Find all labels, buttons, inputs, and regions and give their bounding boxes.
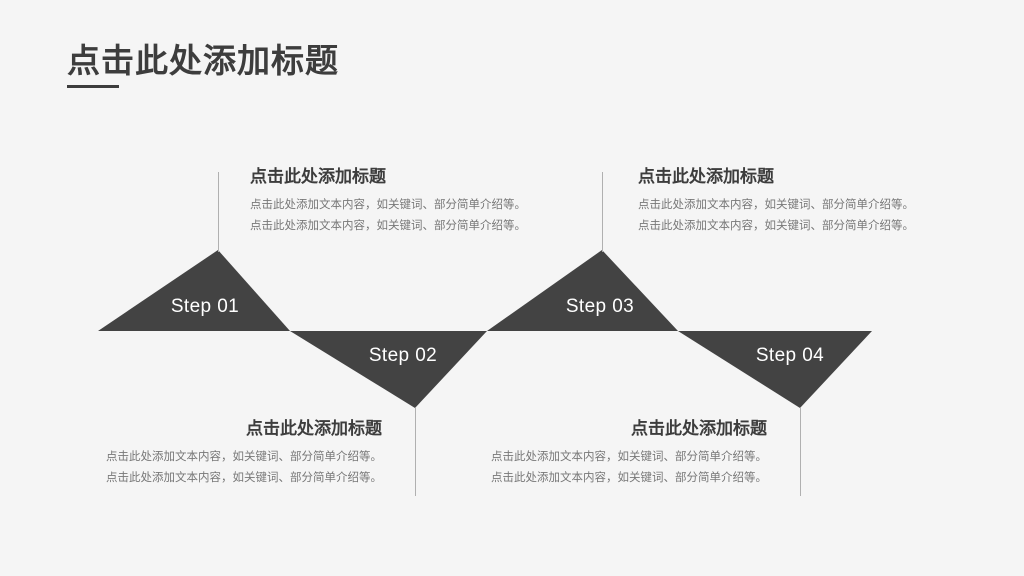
step-02-connector-rule [415, 408, 416, 496]
step-02-triangle[interactable] [290, 331, 487, 408]
step-03-label: Step 03 [565, 296, 635, 317]
step-03-body-line-1: 点击此处添加文本内容，如关键词、部分简单介绍等。 [638, 198, 914, 211]
step-03-text-block[interactable]: 点击此处添加标题 点击此处添加文本内容，如关键词、部分简单介绍等。 点击此处添加… [620, 166, 914, 237]
step-02-label: Step 02 [368, 345, 438, 366]
step-04-label: Step 04 [755, 345, 825, 366]
step-01-body-line-2: 点击此处添加文本内容，如关键词、部分简单介绍等。 [250, 220, 526, 233]
page-title[interactable]: 点击此处添加标题 [67, 42, 339, 79]
step-03-heading: 点击此处添加标题 [638, 167, 774, 186]
step-01-triangle[interactable] [98, 250, 290, 331]
title-underline [67, 85, 119, 88]
step-04-connector-rule [800, 408, 801, 496]
step-04-body-line-1: 点击此处添加文本内容，如关键词、部分简单介绍等。 [491, 450, 767, 463]
step-04-body-line-2: 点击此处添加文本内容，如关键词、部分简单介绍等。 [491, 472, 767, 485]
step-04-heading: 点击此处添加标题 [631, 419, 767, 438]
step-03-triangle[interactable] [487, 250, 678, 331]
step-04-triangle[interactable] [678, 331, 872, 408]
step-01-body-line-1: 点击此处添加文本内容，如关键词、部分简单介绍等。 [250, 198, 526, 211]
step-02-body-line-2: 点击此处添加文本内容，如关键词、部分简单介绍等。 [106, 472, 382, 485]
step-02-text-block[interactable]: 点击此处添加标题 点击此处添加文本内容，如关键词、部分简单介绍等。 点击此处添加… [106, 418, 400, 489]
step-01-heading: 点击此处添加标题 [250, 167, 386, 186]
step-04-text-block[interactable]: 点击此处添加标题 点击此处添加文本内容，如关键词、部分简单介绍等。 点击此处添加… [491, 418, 785, 489]
step-01-label: Step 01 [170, 296, 240, 317]
step-02-body-line-1: 点击此处添加文本内容，如关键词、部分简单介绍等。 [106, 450, 382, 463]
step-01-connector-rule [218, 172, 219, 252]
step-03-body-line-2: 点击此处添加文本内容，如关键词、部分简单介绍等。 [638, 220, 914, 233]
step-01-text-block[interactable]: 点击此处添加标题 点击此处添加文本内容，如关键词、部分简单介绍等。 点击此处添加… [232, 166, 526, 237]
step-02-heading: 点击此处添加标题 [246, 419, 382, 438]
step-03-connector-rule [602, 172, 603, 252]
